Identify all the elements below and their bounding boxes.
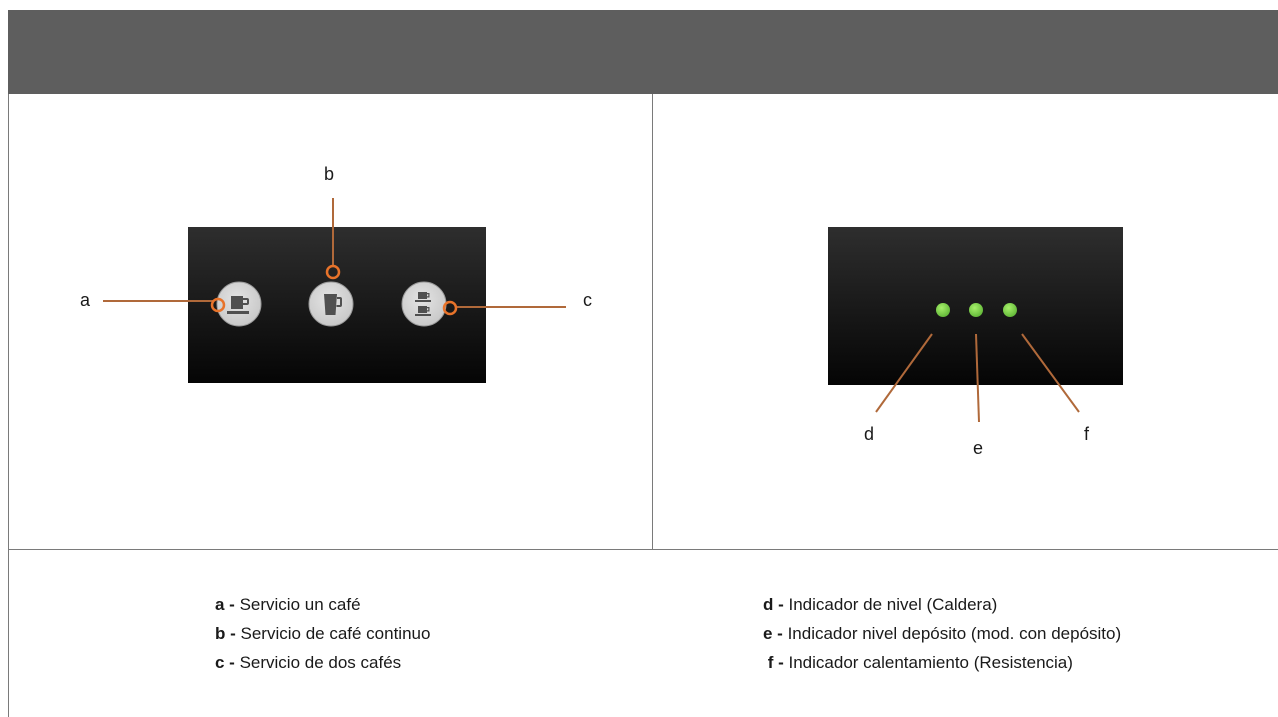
legend-left: a - Servicio un café b - Servicio de caf…	[215, 592, 430, 679]
legend-key-b: b -	[215, 624, 236, 643]
legend-item-a: a - Servicio un café	[215, 592, 430, 621]
two-cups-icon	[415, 292, 431, 316]
legend-text-a: Servicio un café	[234, 595, 361, 614]
callout-a: a	[80, 290, 226, 313]
legend-text-f: Indicador calentamiento (Resistencia)	[783, 653, 1073, 672]
control-panel	[188, 227, 486, 383]
callout-letter-e: e	[973, 438, 983, 458]
heating-indicator-led	[1003, 303, 1017, 317]
indicator-panel	[828, 227, 1123, 385]
legend-item-f: f - Indicador calentamiento (Resistencia…	[763, 650, 1121, 679]
legend-item-c: c - Servicio de dos cafés	[215, 650, 430, 679]
callout-letter-f: f	[1084, 424, 1090, 444]
legend-right: d - Indicador de nivel (Caldera) e - Ind…	[763, 592, 1121, 679]
callout-d: d	[864, 333, 933, 444]
legend-text-e: Indicador nivel depósito (mod. con depós…	[782, 624, 1122, 643]
legend-text-b: Servicio de café continuo	[235, 624, 431, 643]
callout-letter-c: c	[583, 290, 592, 310]
legend-text-c: Servicio de dos cafés	[234, 653, 402, 672]
legend-key-f: f -	[763, 653, 784, 672]
callout-c: c	[442, 290, 592, 316]
jug-icon	[324, 294, 342, 315]
callout-letter-d: d	[864, 424, 874, 444]
frame-center-divider	[652, 94, 653, 549]
callout-letter-b: b	[324, 164, 334, 184]
legend-key-a: a -	[215, 595, 235, 614]
single-cup-icon	[227, 296, 249, 314]
legend-item-d: d - Indicador de nivel (Caldera)	[763, 592, 1121, 621]
single-cup-button[interactable]	[216, 281, 262, 327]
legend-item-b: b - Servicio de café continuo	[215, 621, 430, 650]
callout-e: e	[973, 333, 983, 458]
frame-left-border	[8, 94, 9, 717]
legend-key-c: c -	[215, 653, 235, 672]
callout-letter-a: a	[80, 290, 91, 310]
legend-item-e: e - Indicador nivel depósito (mod. con d…	[763, 621, 1121, 650]
header-bar	[8, 10, 1278, 94]
legend-text-d: Indicador de nivel (Caldera)	[783, 595, 998, 614]
level-indicator-led	[936, 303, 950, 317]
two-cups-button[interactable]	[401, 281, 447, 327]
callout-b: b	[324, 164, 341, 280]
frame-horizontal-divider	[8, 549, 1278, 550]
tank-level-indicator-led	[969, 303, 983, 317]
callout-f: f	[1021, 333, 1090, 444]
legend-key-e: e -	[763, 624, 783, 643]
jug-button[interactable]	[308, 281, 354, 327]
legend-key-d: d -	[763, 595, 784, 614]
